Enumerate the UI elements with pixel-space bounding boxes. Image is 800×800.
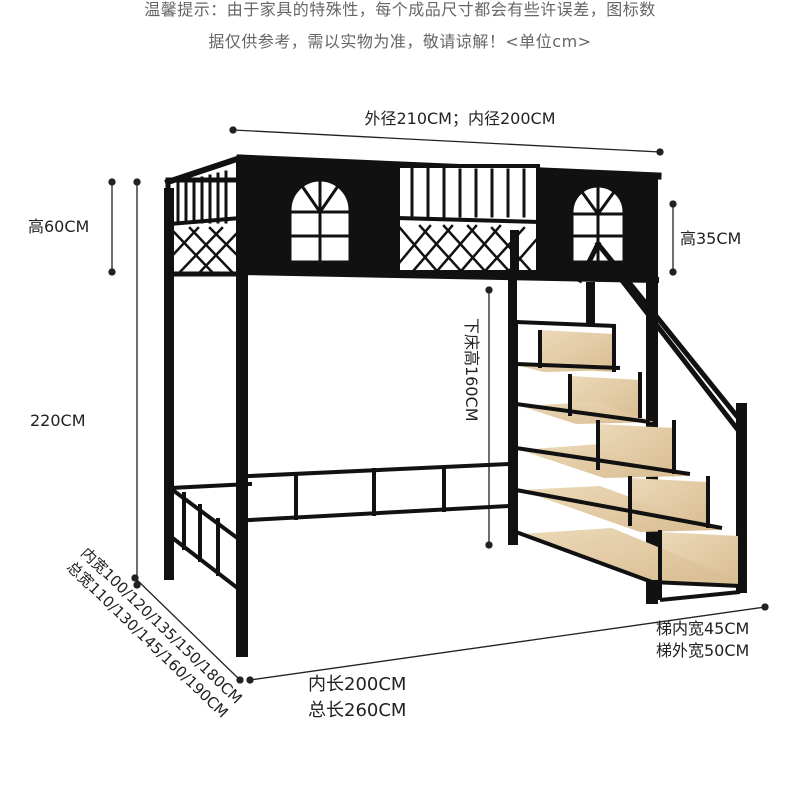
staircase [514, 320, 741, 602]
arched-window-right [570, 184, 626, 264]
notice-line-2: 据仅供参考，需以实物为准，敬请谅解！<单位cm> [208, 32, 592, 51]
side-rail-height-label: 高35CM [680, 229, 741, 248]
dimension-lines [108, 126, 769, 684]
total-length-label: 总长260CM [308, 700, 406, 721]
top-width-label: 外径210CM；内径200CM [364, 109, 555, 128]
total-width-label: 总宽110/130/145/160/190CM [63, 558, 231, 722]
lower-bed-height-label: 下床高160CM [462, 318, 481, 422]
arched-window-left [288, 178, 352, 264]
total-height-label: 220CM [30, 411, 86, 430]
loft-bed-frame [164, 154, 747, 657]
inner-length-label: 内长200CM [308, 674, 406, 695]
stair-inner-width-label: 梯内宽45CM [656, 619, 749, 638]
rail-height-label: 高60CM [28, 217, 89, 236]
stair-handrail [576, 240, 744, 434]
stair-outer-width-label: 梯外宽50CM [656, 641, 749, 660]
notice-line-1: 温馨提示：由于家具的特殊性，每个成品尺寸都会有些许误差，图标数 [144, 0, 656, 19]
lower-bed-rails [167, 461, 511, 593]
inner-width-label: 内宽100/120/135/150/180CM [77, 544, 245, 708]
